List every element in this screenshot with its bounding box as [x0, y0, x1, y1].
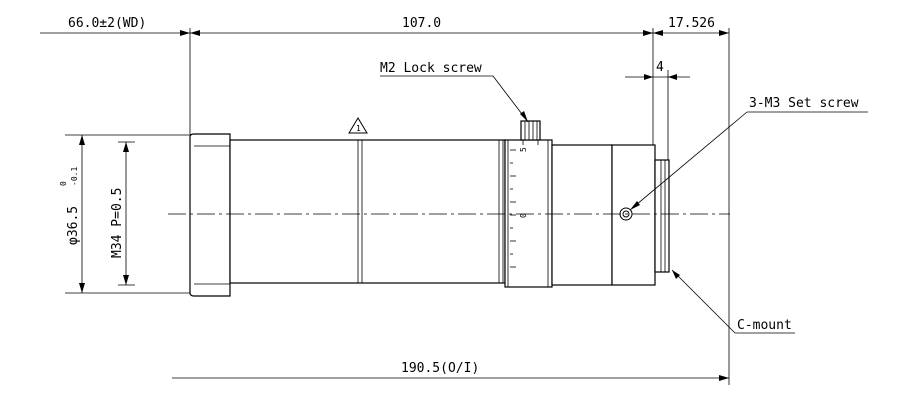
diameter-tolerance-upper: 0 — [59, 181, 68, 186]
scale-mark-0: 0 — [519, 213, 528, 218]
wd-dimension: 66.0±2(WD) — [68, 16, 146, 31]
extension-lines — [65, 28, 730, 385]
diameter-dimension: φ36.5 — [66, 206, 81, 245]
body-length-dimension: 107.0 — [402, 16, 441, 31]
thread-dimension-line — [123, 142, 129, 285]
overall-dimension: 190.5(O/I) — [401, 361, 479, 376]
flange-small-dimension: 4 — [656, 60, 664, 75]
lock-screw-leader — [380, 75, 529, 123]
focus-scale: 5 0 — [510, 147, 528, 268]
c-mount-label: C-mount — [737, 318, 792, 333]
overall-dimension-line — [172, 375, 729, 381]
lens-body: 5 0 — [189, 133, 670, 297]
revision-mark: 1 — [356, 124, 361, 133]
revision-triangle-icon: 1 — [348, 117, 368, 134]
scale-mark-5: 5 — [519, 147, 528, 152]
c-mount-leader — [671, 269, 795, 334]
lock-screw — [520, 120, 541, 145]
diameter-tolerance-lower: -0.1 — [70, 167, 79, 186]
thread-dimension: M34 P=0.5 — [110, 188, 125, 258]
flange-dimension: 17.526 — [668, 16, 715, 31]
lock-screw-label: M2 Lock screw — [380, 61, 482, 76]
flange-small-dimension-line — [625, 74, 690, 80]
diameter-dimension-line — [79, 135, 85, 293]
top-dimension-line — [40, 30, 729, 36]
set-screw-leader — [629, 111, 868, 211]
set-screw-label: 3-M3 Set screw — [749, 96, 859, 111]
